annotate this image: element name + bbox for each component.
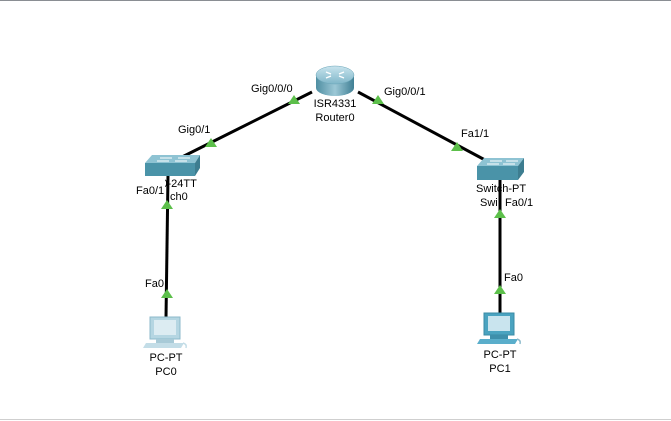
pc-icon — [477, 312, 521, 345]
port-label: Gig0/0/1 — [384, 86, 426, 98]
link-status-up-icon — [161, 289, 173, 298]
link-line[interactable] — [357, 90, 501, 170]
pc0-name-label: PC0 — [155, 366, 176, 378]
port-label: Gig0/0/0 — [251, 83, 293, 95]
router0-model-label: ISR4331 — [314, 98, 357, 110]
link-status-up-icon — [494, 285, 506, 294]
port-label: Fa0 — [145, 278, 164, 290]
switch1-model-label: Switch-PT — [476, 183, 526, 195]
bottom-border — [0, 419, 671, 420]
top-border — [0, 0, 671, 1]
link-status-up-icon — [372, 95, 384, 104]
pc-icon — [143, 316, 187, 349]
port-label: Fa0/1 — [505, 197, 533, 209]
port-label: Fa0 — [504, 272, 523, 284]
router0-name-label: Router0 — [315, 112, 354, 124]
port-label: Gig0/1 — [178, 124, 210, 136]
pc0-model-label: PC-PT — [150, 352, 183, 364]
link-status-up-icon — [205, 138, 217, 147]
switch0-name-label: ch0 — [170, 191, 188, 203]
router0[interactable]: ISR4331 Router0 — [314, 65, 357, 124]
switch1[interactable]: Switch-PT Swi — [476, 158, 526, 209]
switch0-model-label: 2960-24TT — [143, 178, 197, 190]
pc1-model-label: PC-PT — [484, 349, 517, 361]
port-label: Fa0/1 — [136, 185, 164, 197]
switch0[interactable]: 2960-24TT ch0 — [143, 155, 200, 203]
link-status-up-icon — [451, 142, 463, 151]
pc0[interactable]: PC-PT PC0 — [143, 316, 187, 378]
link-status-up-icon — [494, 209, 506, 218]
port-label: Fa1/1 — [461, 128, 489, 140]
switch-icon — [477, 158, 524, 180]
link-status-up-icon — [288, 95, 300, 104]
link-status-up-icon — [161, 200, 173, 209]
pc1-name-label: PC1 — [489, 363, 510, 375]
switch1-name-label: Swi — [480, 197, 498, 209]
router-icon — [315, 65, 355, 96]
link-router0-switch1[interactable] — [357, 90, 501, 170]
switch-icon — [145, 155, 200, 176]
pc1[interactable]: PC-PT PC1 — [477, 312, 521, 375]
